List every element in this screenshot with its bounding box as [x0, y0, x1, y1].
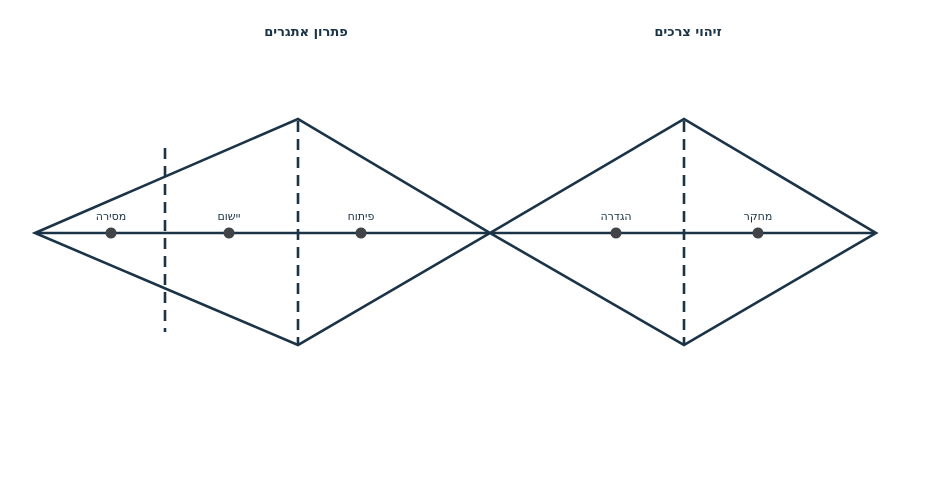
dot-definition — [610, 227, 622, 239]
dot-delivery — [105, 227, 117, 239]
label-delivery: מסירה — [96, 210, 126, 223]
label-development: פיתוח — [348, 210, 375, 223]
label-definition: הגדרה — [600, 210, 631, 223]
dot-implementation — [223, 227, 235, 239]
dot-development — [355, 227, 367, 239]
dot-research — [752, 227, 764, 239]
heading-needs: זיהוי צרכים — [654, 25, 721, 40]
label-research: מחקר — [744, 210, 773, 223]
heading-solution: פתרון אתגרים — [264, 25, 348, 40]
label-implementation: יישום — [217, 210, 240, 223]
